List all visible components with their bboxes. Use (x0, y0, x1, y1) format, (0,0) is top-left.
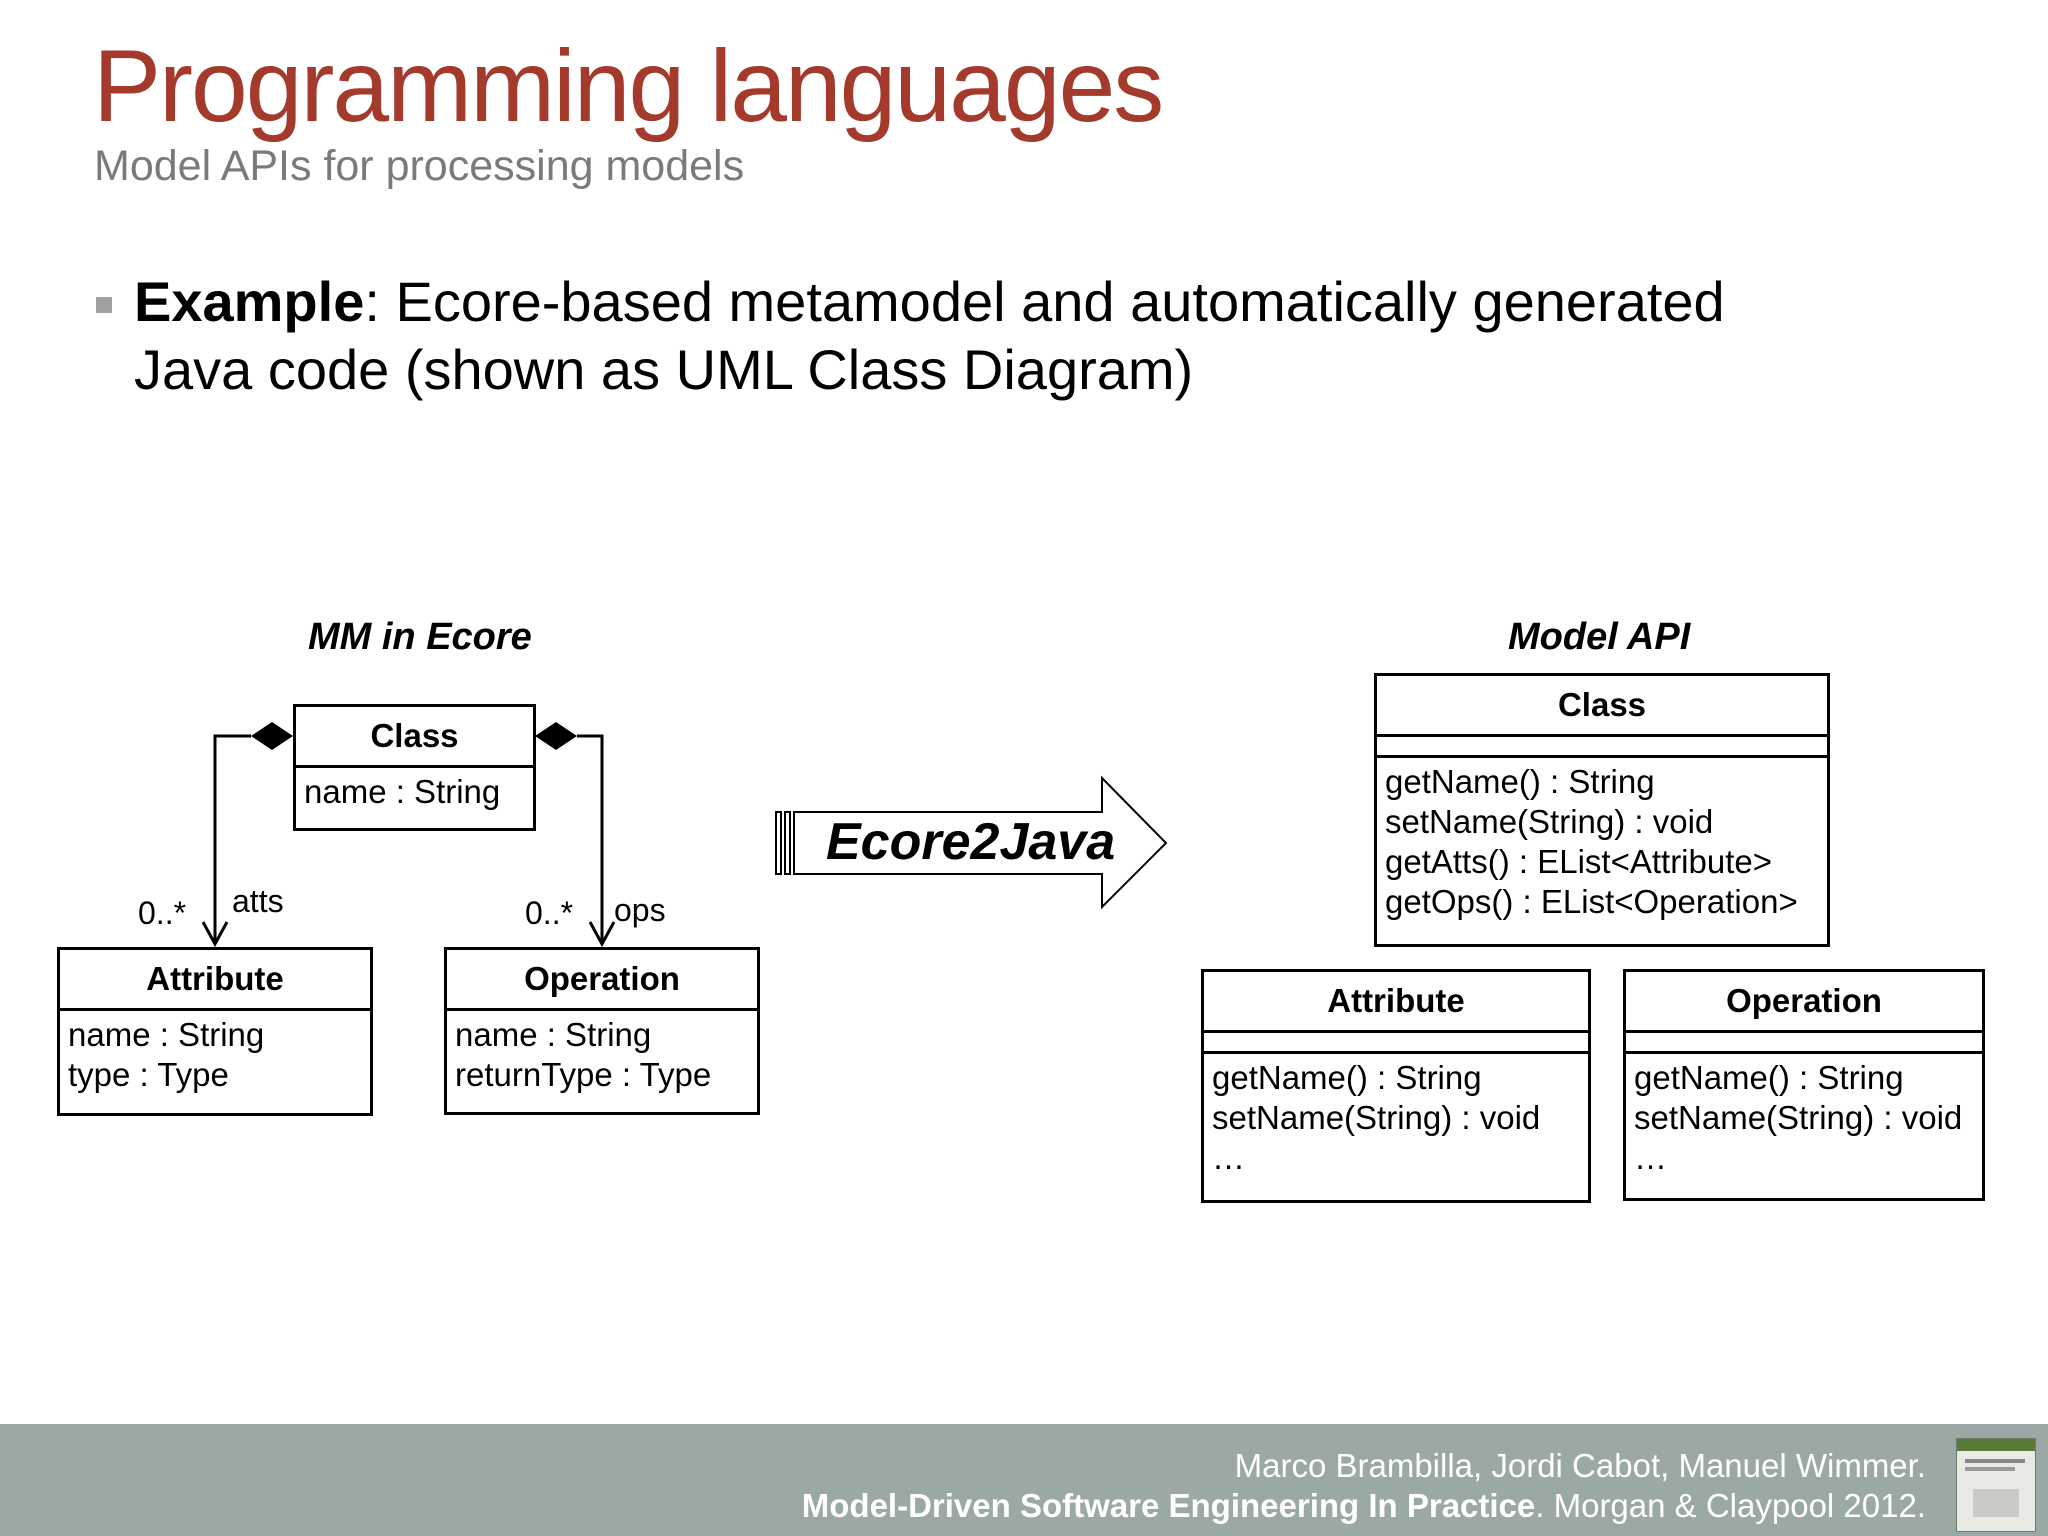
api-class-operation-header: Operation (1626, 972, 1982, 1033)
operation-row: getAtts() : EList<Attribute> (1385, 843, 1773, 880)
role-ops: ops (614, 892, 666, 928)
api-class-class-header: Class (1377, 676, 1827, 737)
operation-row: setName(String) : void (1212, 1099, 1541, 1136)
bullet-body-line2: Java code (shown as UML Class Diagram) (134, 338, 1194, 401)
left-diagram-label: MM in Ecore (308, 616, 532, 658)
footer-bar (0, 1424, 2048, 1536)
operation-row: … (1212, 1139, 1245, 1176)
uml-class-class-header: Class (296, 707, 533, 768)
operation-row: … (1634, 1139, 1667, 1176)
uml-class-class: Class name : String (293, 704, 536, 831)
slide-subtitle: Model APIs for processing models (94, 142, 745, 190)
bullet-body: : Ecore-based metamodel and automaticall… (364, 270, 1725, 333)
api-class-class-operations: getName() : String setName(String) : voi… (1377, 758, 1827, 926)
transform-arrow-body (793, 775, 1168, 910)
transform-arrow-bar2 (784, 811, 791, 875)
right-diagram-label: Model API (1508, 616, 1691, 658)
slide-title: Programming languages (93, 29, 1164, 143)
api-class-attribute-operations: getName() : String setName(String) : voi… (1204, 1054, 1588, 1182)
operation-row: setName(String) : void (1634, 1099, 1963, 1136)
composition-diamond-atts (251, 722, 293, 750)
footer-authors: Marco Brambilla, Jordi Cabot, Manuel Wim… (1234, 1447, 1926, 1484)
attribute-row: returnType : Type (455, 1056, 712, 1093)
api-class-class: Class getName() : String setName(String)… (1374, 673, 1830, 947)
attribute-row: name : String (304, 773, 501, 810)
attribute-row: type : Type (68, 1056, 229, 1093)
uml-class-attribute-header: Attribute (60, 950, 370, 1011)
footer-citation: Model-Driven Software Engineering In Pra… (802, 1487, 1926, 1525)
footer-publisher: . Morgan & Claypool 2012. (1535, 1487, 1926, 1524)
api-class-attribute-header: Attribute (1204, 972, 1588, 1033)
association-line-ops (577, 734, 604, 944)
uml-class-operation-header: Operation (447, 950, 757, 1011)
api-class-operation-attributes-compartment (1626, 1033, 1982, 1054)
association-line-atts (213, 734, 251, 944)
bullet-text: Example: Ecore-based metamodel and autom… (134, 268, 1934, 404)
api-class-attribute-attributes-compartment (1204, 1033, 1588, 1054)
multiplicity-atts: 0..* (138, 895, 187, 931)
uml-class-operation: Operation name : String returnType : Typ… (444, 947, 760, 1115)
bullet-lead: Example (134, 270, 365, 333)
api-class-operation-operations: getName() : String setName(String) : voi… (1626, 1054, 1982, 1182)
uml-class-attribute: Attribute name : String type : Type (57, 947, 373, 1116)
uml-class-class-attributes: name : String (296, 768, 533, 816)
attribute-row: name : String (455, 1016, 652, 1053)
operation-row: getName() : String (1212, 1059, 1482, 1096)
bullet-marker (96, 297, 112, 313)
operation-row: getOps() : EList<Operation> (1385, 883, 1798, 920)
uml-class-operation-attributes: name : String returnType : Type (447, 1011, 757, 1099)
api-class-class-attributes-compartment (1377, 737, 1827, 758)
multiplicity-ops: 0..* (525, 895, 574, 931)
operation-row: getName() : String (1634, 1059, 1904, 1096)
operation-row: setName(String) : void (1385, 803, 1714, 840)
composition-diamond-ops (535, 722, 577, 750)
book-cover-thumbnail (1956, 1438, 2036, 1532)
operation-row: getName() : String (1385, 763, 1655, 800)
transformation-label: Ecore2Java (826, 813, 1116, 871)
arrowhead-atts (201, 921, 229, 948)
attribute-row: name : String (68, 1016, 265, 1053)
transform-arrow-bar1 (775, 811, 782, 875)
footer-book-title: Model-Driven Software Engineering In Pra… (801, 1487, 1536, 1524)
arrowhead-ops (588, 921, 616, 948)
role-atts: atts (232, 883, 284, 919)
api-class-attribute: Attribute getName() : String setName(Str… (1201, 969, 1591, 1203)
uml-class-attribute-attributes: name : String type : Type (60, 1011, 370, 1099)
api-class-operation: Operation getName() : String setName(Str… (1623, 969, 1985, 1201)
